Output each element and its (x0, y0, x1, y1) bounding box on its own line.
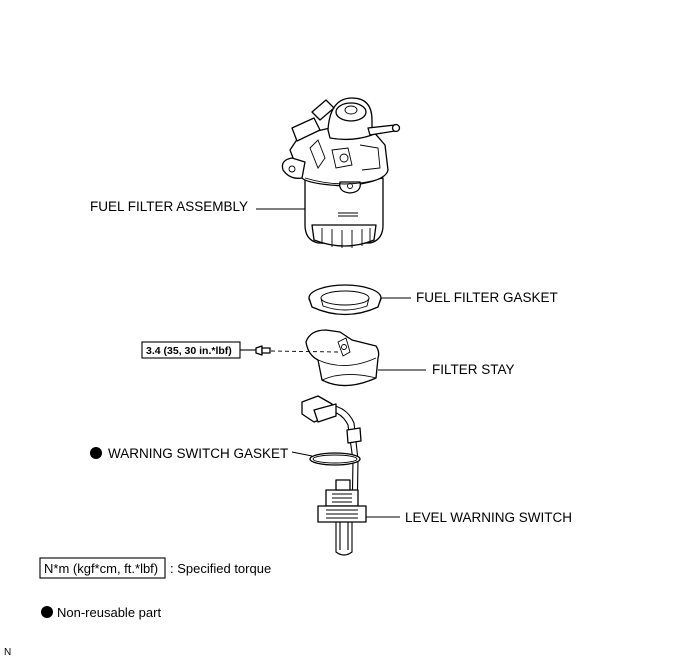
filter-stay-bolt (255, 345, 339, 356)
legend-non-reusable-label: Non-reusable part (57, 605, 161, 620)
filter-stay-label: FILTER STAY (432, 362, 515, 377)
warning-switch-gasket-label: WARNING SWITCH GASKET (108, 446, 288, 461)
figure-code: N (4, 647, 11, 658)
legend-non-reusable-icon (41, 606, 53, 618)
legend-torque-box (39, 557, 166, 579)
non-reusable-marker-icon (90, 447, 102, 459)
fuel-filter-assembly-part (281, 97, 401, 248)
level-warning-switch-part (301, 395, 367, 556)
fuel-filter-gasket-label: FUEL FILTER GASKET (416, 290, 558, 305)
warning-switch-gasket-part (309, 452, 361, 466)
filter-stay-part (305, 329, 380, 387)
warning-switch-gasket-leader (291, 451, 313, 457)
fuel-filter-assembly-label: FUEL FILTER ASSEMBLY (90, 199, 248, 214)
torque-value: 3.4 (35, 30 in.*lbf) (146, 345, 232, 357)
level-warning-switch-label: LEVEL WARNING SWITCH (405, 510, 572, 525)
legend-torque-description: : Specified torque (170, 561, 271, 576)
legend-torque-unit: N*m (kgf*cm, ft.*lbf) (44, 561, 158, 576)
fuel-filter-gasket-part (308, 284, 382, 316)
